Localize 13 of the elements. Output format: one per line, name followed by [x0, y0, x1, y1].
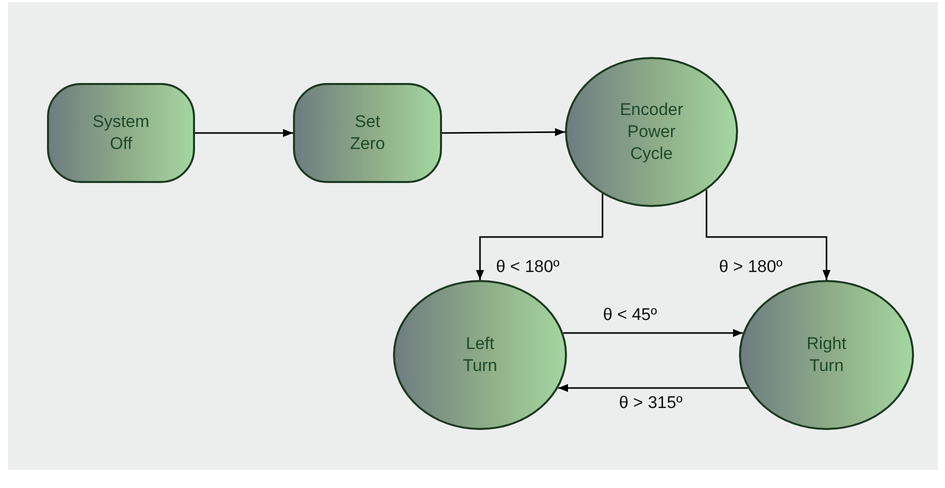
arrow [195, 129, 293, 137]
arrow [563, 329, 743, 337]
arrow [558, 384, 748, 392]
arrow [442, 128, 565, 136]
node-text: Right Turn [806, 333, 848, 377]
arrow [476, 194, 604, 280]
node-text: Set Zero [349, 111, 386, 155]
arrow [706, 190, 830, 280]
state-box [47, 83, 195, 183]
node-text: System Off [92, 111, 150, 155]
state-box [293, 83, 442, 183]
node-text: Encoder Power Cycle [618, 99, 684, 165]
node-text: Left Turn [462, 333, 498, 377]
